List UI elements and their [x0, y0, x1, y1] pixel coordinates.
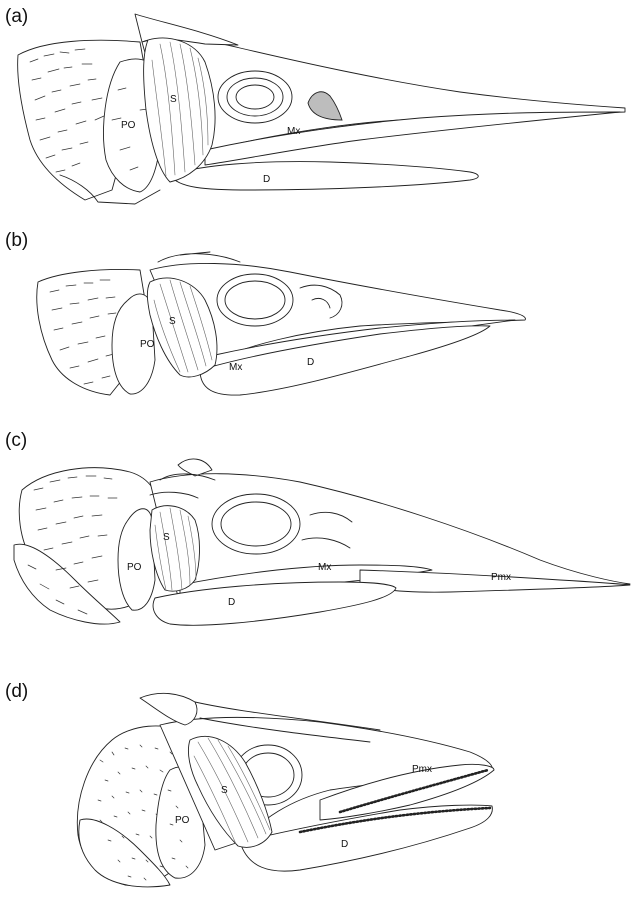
panel-b: (b) S PO Mx D	[5, 230, 525, 395]
panel-d-dentary	[240, 805, 492, 871]
panel-b-label-mx: Mx	[229, 362, 242, 373]
panel-d-dorsal-crest	[140, 693, 197, 725]
panel-a-dentary	[170, 162, 478, 190]
panel-d-label-po: PO	[175, 815, 190, 826]
panel-a-label-mx: Mx	[287, 126, 300, 137]
panel-c-label-s: S	[163, 532, 170, 543]
panel-b-orbit	[217, 274, 293, 326]
panel-a: (a) S PO Mx D	[5, 6, 625, 204]
panel-b-label-d: D	[307, 357, 314, 368]
panel-c-label-mx: Mx	[318, 562, 331, 573]
panel-d-label-d: D	[341, 839, 348, 850]
panel-c: (c) S PO Mx Pmx D	[5, 430, 630, 625]
panel-b-dorsal-crest	[158, 252, 240, 262]
panel-c-suborbital-muscle	[150, 506, 200, 591]
panel-a-orbit	[218, 71, 292, 123]
panel-d-letter: (d)	[5, 681, 28, 702]
panel-c-letter: (c)	[5, 430, 27, 451]
panel-b-letter: (b)	[5, 230, 28, 251]
panel-a-label-s: S	[170, 94, 177, 105]
panel-c-label-po: PO	[127, 562, 142, 573]
panel-d: (d) S PO Pmx D	[5, 681, 494, 887]
panel-d-label-s: S	[221, 785, 228, 796]
panel-c-orbit	[212, 494, 300, 554]
panel-a-label-po: PO	[121, 120, 136, 131]
panel-c-label-d: D	[228, 597, 235, 608]
panel-a-label-d: D	[263, 174, 270, 185]
panel-c-label-pmx: Pmx	[491, 572, 511, 583]
panel-a-letter: (a)	[5, 6, 28, 27]
panel-b-label-s: S	[169, 316, 176, 327]
panel-d-label-pmx: Pmx	[412, 764, 432, 775]
panel-b-label-po: PO	[140, 339, 155, 350]
